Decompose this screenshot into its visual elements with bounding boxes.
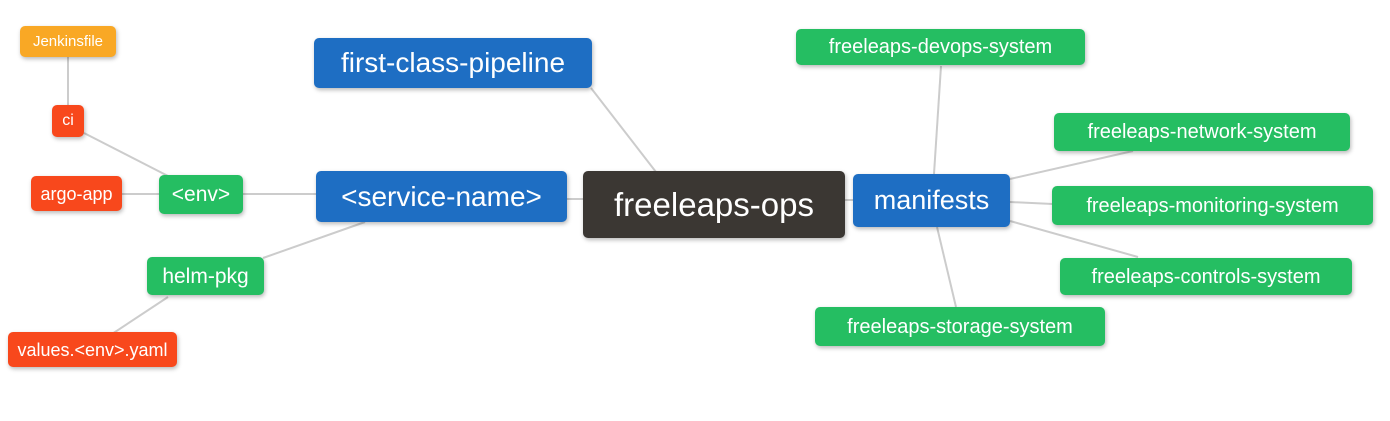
node-env[interactable]: <env> [159,175,243,214]
node-helm-pkg[interactable]: helm-pkg [147,257,264,295]
node-freeleaps-monitoring-system[interactable]: freeleaps-monitoring-system [1052,186,1373,225]
node-label: values.<env>.yaml [17,339,168,360]
node-label: freeleaps-storage-system [847,315,1073,338]
node-service-name[interactable]: <service-name> [316,171,567,222]
node-argo-app[interactable]: argo-app [31,176,122,211]
node-label: helm-pkg [162,264,249,288]
edge-manifests-devops [933,65,942,175]
node-freeleaps-network-system[interactable]: freeleaps-network-system [1054,113,1350,151]
edge-manifests-controls [1009,220,1139,258]
node-label: freeleaps-network-system [1087,121,1317,143]
node-label: Jenkinsfile [32,33,104,50]
node-ci[interactable]: ci [52,105,84,137]
node-label: freeleaps-devops-system [828,36,1053,58]
edge-values-helmpkg [111,296,169,335]
node-label: argo-app [40,183,113,204]
node-label: ci [62,112,74,129]
node-freeleaps-controls-system[interactable]: freeleaps-controls-system [1060,258,1352,295]
edge-fcp-ops [590,87,657,173]
node-label: <service-name> [341,180,542,212]
edge-manifests-network [1009,150,1134,180]
node-label: freeleaps-controls-system [1091,265,1321,288]
node-first-class-pipeline[interactable]: first-class-pipeline [314,38,592,88]
node-freeleaps-devops-system[interactable]: freeleaps-devops-system [796,29,1085,65]
node-manifests[interactable]: manifests [853,174,1010,227]
edge-helmpkg-servicename [262,221,366,259]
node-jenkinsfile[interactable]: Jenkinsfile [20,26,116,57]
node-values-env-yaml[interactable]: values.<env>.yaml [8,332,177,367]
node-label: freeleaps-ops [614,186,814,223]
node-label: manifests [873,185,990,215]
node-freeleaps-ops[interactable]: freeleaps-ops [583,171,845,238]
edge-ci-env [83,132,169,177]
node-freeleaps-storage-system[interactable]: freeleaps-storage-system [815,307,1105,346]
edge-manifests-storage [936,226,957,308]
node-label: first-class-pipeline [340,47,566,78]
node-label: freeleaps-monitoring-system [1086,194,1339,217]
edge-manifests-monitoring [1009,201,1054,205]
node-label: <env> [171,183,231,206]
